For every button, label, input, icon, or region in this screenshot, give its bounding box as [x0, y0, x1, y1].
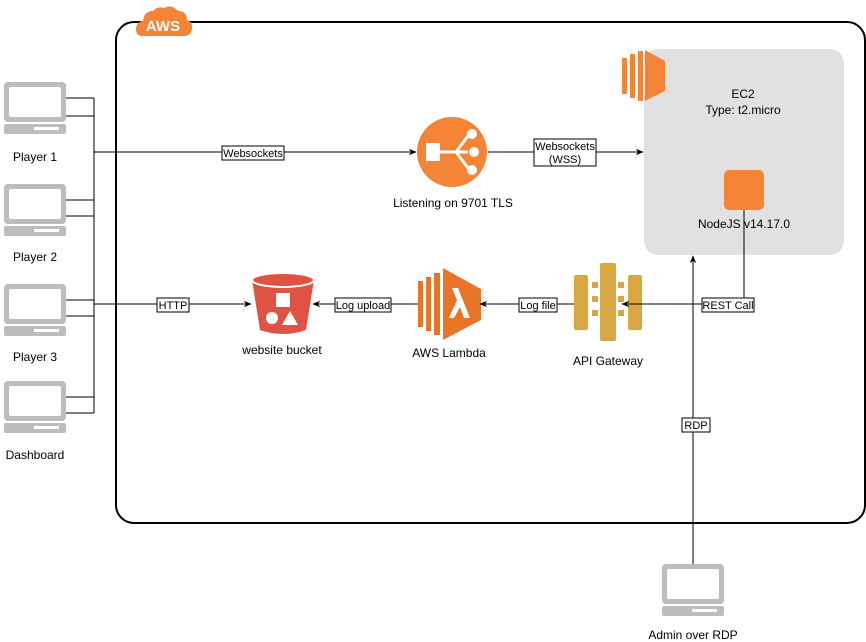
ec2-type: Type: t2.micro — [705, 103, 781, 117]
player-2-label: Player 2 — [13, 250, 57, 264]
ec2-title: EC2 — [731, 87, 755, 101]
dashboard-label: Dashboard — [6, 448, 65, 462]
player-2-computer-icon — [4, 184, 66, 236]
api-gateway-icon — [574, 263, 642, 341]
ec2-group — [644, 49, 844, 255]
edge-label-wss-line2: (WSS) — [549, 154, 581, 166]
edge-label-http: HTTP — [156, 297, 190, 313]
edge-label-rest-call-text: REST Call — [702, 300, 753, 312]
player-3-computer-icon — [4, 284, 66, 336]
aws-badge-label: AWS — [146, 18, 180, 35]
lambda-label: AWS Lambda — [412, 346, 486, 360]
player-3-label: Player 3 — [13, 350, 57, 364]
edge-label-log-upload-text: Log upload — [336, 300, 390, 312]
edge-label-log-file: Log file — [518, 297, 558, 313]
edge-label-log-upload: Log upload — [334, 297, 392, 313]
aws-cloud-icon — [136, 6, 193, 37]
admin-label: Admin over RDP — [648, 628, 737, 642]
load-balancer-icon — [417, 117, 487, 187]
edge-label-rdp-text: RDP — [684, 420, 707, 432]
edge-label-rest-call: REST Call — [701, 297, 755, 313]
dashboard-computer-icon — [4, 381, 66, 433]
aws-badge: AWS — [136, 6, 193, 37]
edge-label-wss-line1: Websockets — [535, 141, 595, 153]
lambda-icon — [418, 268, 481, 340]
client-bus-lines — [66, 97, 95, 414]
ec2-icon — [622, 50, 665, 101]
edge-label-http-text: HTTP — [159, 300, 188, 312]
edge-label-websockets-text: Websockets — [223, 148, 283, 160]
player-1-computer-icon — [4, 82, 66, 134]
aws-cloud-group — [115, 21, 866, 524]
nodejs-icon — [724, 170, 764, 210]
edge-label-wss: Websockets (WSS) — [533, 138, 597, 167]
load-balancer-label: Listening on 9701 TLS — [393, 196, 513, 210]
edge-label-log-file-text: Log file — [520, 300, 555, 312]
s3-bucket-icon — [251, 272, 315, 334]
edge-label-rdp: RDP — [681, 417, 711, 433]
edge-label-websockets: Websockets — [221, 145, 285, 161]
admin-computer-icon — [662, 564, 724, 616]
api-gateway-label: API Gateway — [573, 354, 643, 368]
s3-label: website bucket — [241, 343, 322, 357]
player-1-label: Player 1 — [13, 150, 57, 164]
